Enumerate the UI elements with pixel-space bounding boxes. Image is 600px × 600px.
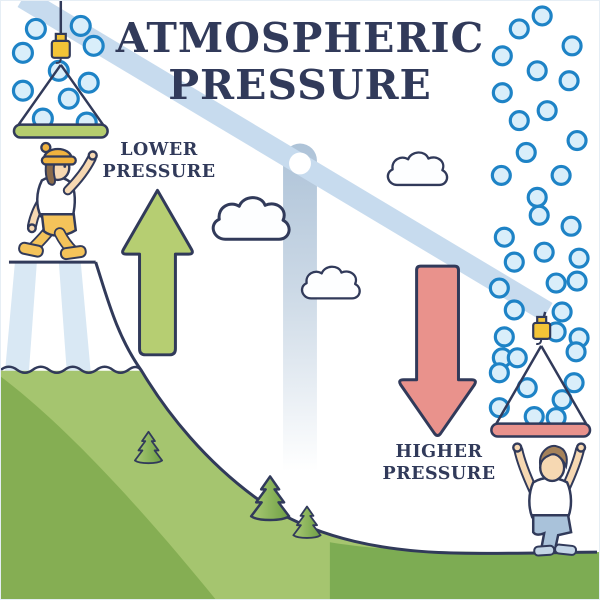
air-molecule xyxy=(568,247,590,269)
air-molecule xyxy=(566,270,588,292)
shoe xyxy=(533,544,556,557)
air-molecule xyxy=(508,18,530,40)
air-molecule xyxy=(490,164,512,186)
air-molecule xyxy=(491,45,513,67)
pivot-pole xyxy=(283,143,317,472)
air-molecule xyxy=(506,347,528,369)
air-molecule xyxy=(526,186,548,208)
air-molecule xyxy=(531,5,553,27)
cloud-icon xyxy=(211,196,291,241)
up-arrow xyxy=(121,188,194,357)
hanging-hook-right xyxy=(532,321,552,340)
air-molecule xyxy=(77,71,100,94)
air-molecule xyxy=(561,35,583,57)
lower-pressure-line2: PRESSURE xyxy=(102,162,216,182)
air-molecule xyxy=(560,215,582,237)
diagram-title: ATMOSPHERIC PRESSURE xyxy=(1,15,599,109)
air-molecule xyxy=(515,141,537,164)
air-molecule xyxy=(69,14,92,37)
hand xyxy=(26,223,37,234)
air-molecule xyxy=(488,277,510,299)
air-molecule xyxy=(491,82,513,104)
high-pressure-molecule-field xyxy=(488,5,590,429)
mountain-slope xyxy=(1,261,599,599)
shoe xyxy=(554,543,578,556)
right-scale-pan xyxy=(490,311,592,438)
air-molecule xyxy=(488,362,510,384)
air-molecule xyxy=(550,164,572,186)
air-molecule xyxy=(536,100,558,122)
air-molecule xyxy=(503,299,525,321)
down-arrow xyxy=(398,264,477,438)
air-molecule xyxy=(11,79,34,102)
hand xyxy=(512,442,523,453)
balance-beam xyxy=(17,1,553,321)
snow-line xyxy=(1,365,143,374)
air-molecule xyxy=(565,341,587,363)
snow-cap xyxy=(1,260,142,371)
air-molecule xyxy=(533,241,555,263)
air-molecule xyxy=(503,251,525,273)
air-molecule xyxy=(566,129,588,152)
higher-pressure-label: HIGHER PRESSURE xyxy=(369,441,509,485)
air-molecule xyxy=(82,34,105,57)
air-molecule xyxy=(11,41,34,64)
air-molecule xyxy=(57,87,80,110)
air-molecule xyxy=(493,326,515,348)
hand xyxy=(87,150,98,161)
hiker-left xyxy=(18,141,98,261)
air-molecule xyxy=(526,60,548,82)
air-molecule xyxy=(508,110,530,132)
left-scale-pan xyxy=(12,1,109,139)
lower-pressure-line1: LOWER xyxy=(120,140,198,160)
eye xyxy=(63,165,67,168)
shoe xyxy=(59,245,87,261)
air-molecule xyxy=(551,301,573,323)
ground xyxy=(329,542,599,599)
title-line2: PRESSURE xyxy=(168,61,432,109)
air-molecule xyxy=(545,272,567,294)
pivot-circle xyxy=(289,152,311,175)
title-line1: ATMOSPHERIC xyxy=(115,14,485,62)
air-molecule xyxy=(528,204,550,226)
air-molecule xyxy=(24,17,47,40)
hand xyxy=(575,442,587,453)
person-right xyxy=(512,442,587,557)
slope-outline xyxy=(94,261,598,555)
air-molecule xyxy=(558,70,580,92)
higher-pressure-line2: PRESSURE xyxy=(382,464,496,484)
shoe xyxy=(18,241,44,258)
air-molecule xyxy=(493,226,515,248)
cloud-icon xyxy=(386,151,449,187)
higher-pressure-line1: HIGHER xyxy=(395,442,483,462)
air-molecule xyxy=(563,372,585,394)
lower-pressure-label: LOWER PRESSURE xyxy=(89,139,229,183)
